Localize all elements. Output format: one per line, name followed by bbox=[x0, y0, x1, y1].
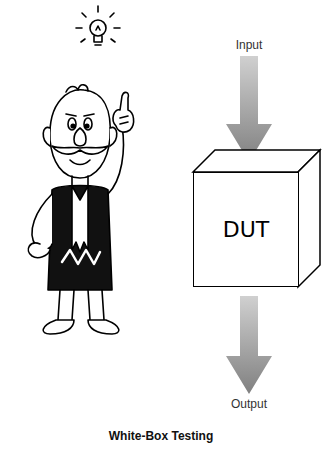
node-label: DUT bbox=[223, 217, 269, 242]
tester-character bbox=[28, 6, 133, 334]
io-label: Output bbox=[231, 397, 267, 411]
device-box: DUT bbox=[193, 172, 299, 287]
input-arrow bbox=[226, 56, 272, 162]
lightbulb bbox=[76, 6, 120, 45]
figure-caption: White-Box Testing bbox=[109, 429, 213, 443]
output-arrow bbox=[226, 296, 272, 394]
cube-side bbox=[298, 150, 320, 287]
io-label: Input bbox=[236, 38, 263, 52]
